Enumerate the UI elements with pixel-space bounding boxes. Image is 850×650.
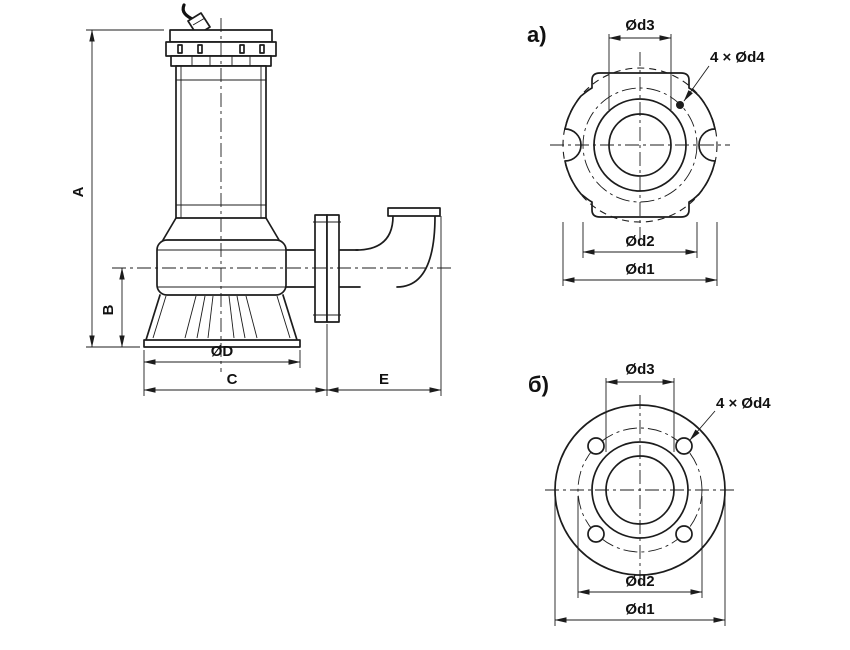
dim-label-d4-a: 4 × Ød4: [710, 49, 765, 66]
strainer-base: [143, 294, 301, 348]
discharge-pipe: [283, 207, 441, 323]
dim-label-a: A: [70, 186, 87, 197]
bolt-hole-b2: [587, 437, 605, 455]
dim-label-d2-a: Ød2: [625, 233, 654, 250]
dimension-d1-a: Ød1: [562, 222, 718, 286]
dimension-e: E: [326, 216, 442, 396]
dim-label-d3-b: Ød3: [625, 361, 654, 378]
dimension-d: ØD: [143, 343, 301, 368]
bolt-hole-b3: [587, 525, 605, 543]
volute-casing: [156, 239, 287, 296]
dim-label-b: B: [100, 304, 117, 315]
flange-view-a: а) Ød3 4 × Ød4 Ød2: [527, 17, 765, 286]
bolt-hole-b1: [675, 437, 693, 455]
leader-d4-a: 4 × Ød4: [683, 49, 765, 102]
dim-label-c: C: [227, 371, 238, 388]
dimension-b: B: [100, 267, 125, 348]
dimension-a: A: [70, 29, 164, 348]
bolt-hole-a: [676, 101, 684, 109]
dim-label-d1-a: Ød1: [625, 261, 654, 278]
leader-d4-b: 4 × Ød4: [689, 395, 771, 441]
flange-view-b: б) Ød3 4 × Ød4 Ød2: [528, 361, 771, 626]
view-b-label: б): [528, 372, 549, 397]
dimension-d2-b: Ød2: [577, 496, 703, 598]
dimension-c: C: [143, 324, 328, 396]
dim-label-d: ØD: [211, 343, 234, 360]
dimension-d2-a: Ød2: [582, 222, 698, 258]
dimension-d3-b: Ød3: [605, 361, 675, 452]
view-a-label: а): [527, 22, 547, 47]
dim-label-e: E: [379, 371, 389, 388]
flange-a-outline: [550, 52, 730, 238]
dim-label-d2-b: Ød2: [625, 573, 654, 590]
flange-b-outline: [545, 395, 735, 585]
dim-label-d3-a: Ød3: [625, 17, 654, 34]
pump-side-view: A B ØD C E: [70, 3, 452, 396]
dimension-d3-a: Ød3: [608, 17, 672, 110]
dimension-d1-b: Ød1: [554, 496, 726, 626]
dim-label-d1-b: Ød1: [625, 601, 654, 618]
motor-housing: [162, 65, 280, 241]
dim-label-d4-b: 4 × Ød4: [716, 395, 771, 412]
pump-centerlines: [112, 18, 452, 372]
bolt-hole-b4: [675, 525, 693, 543]
